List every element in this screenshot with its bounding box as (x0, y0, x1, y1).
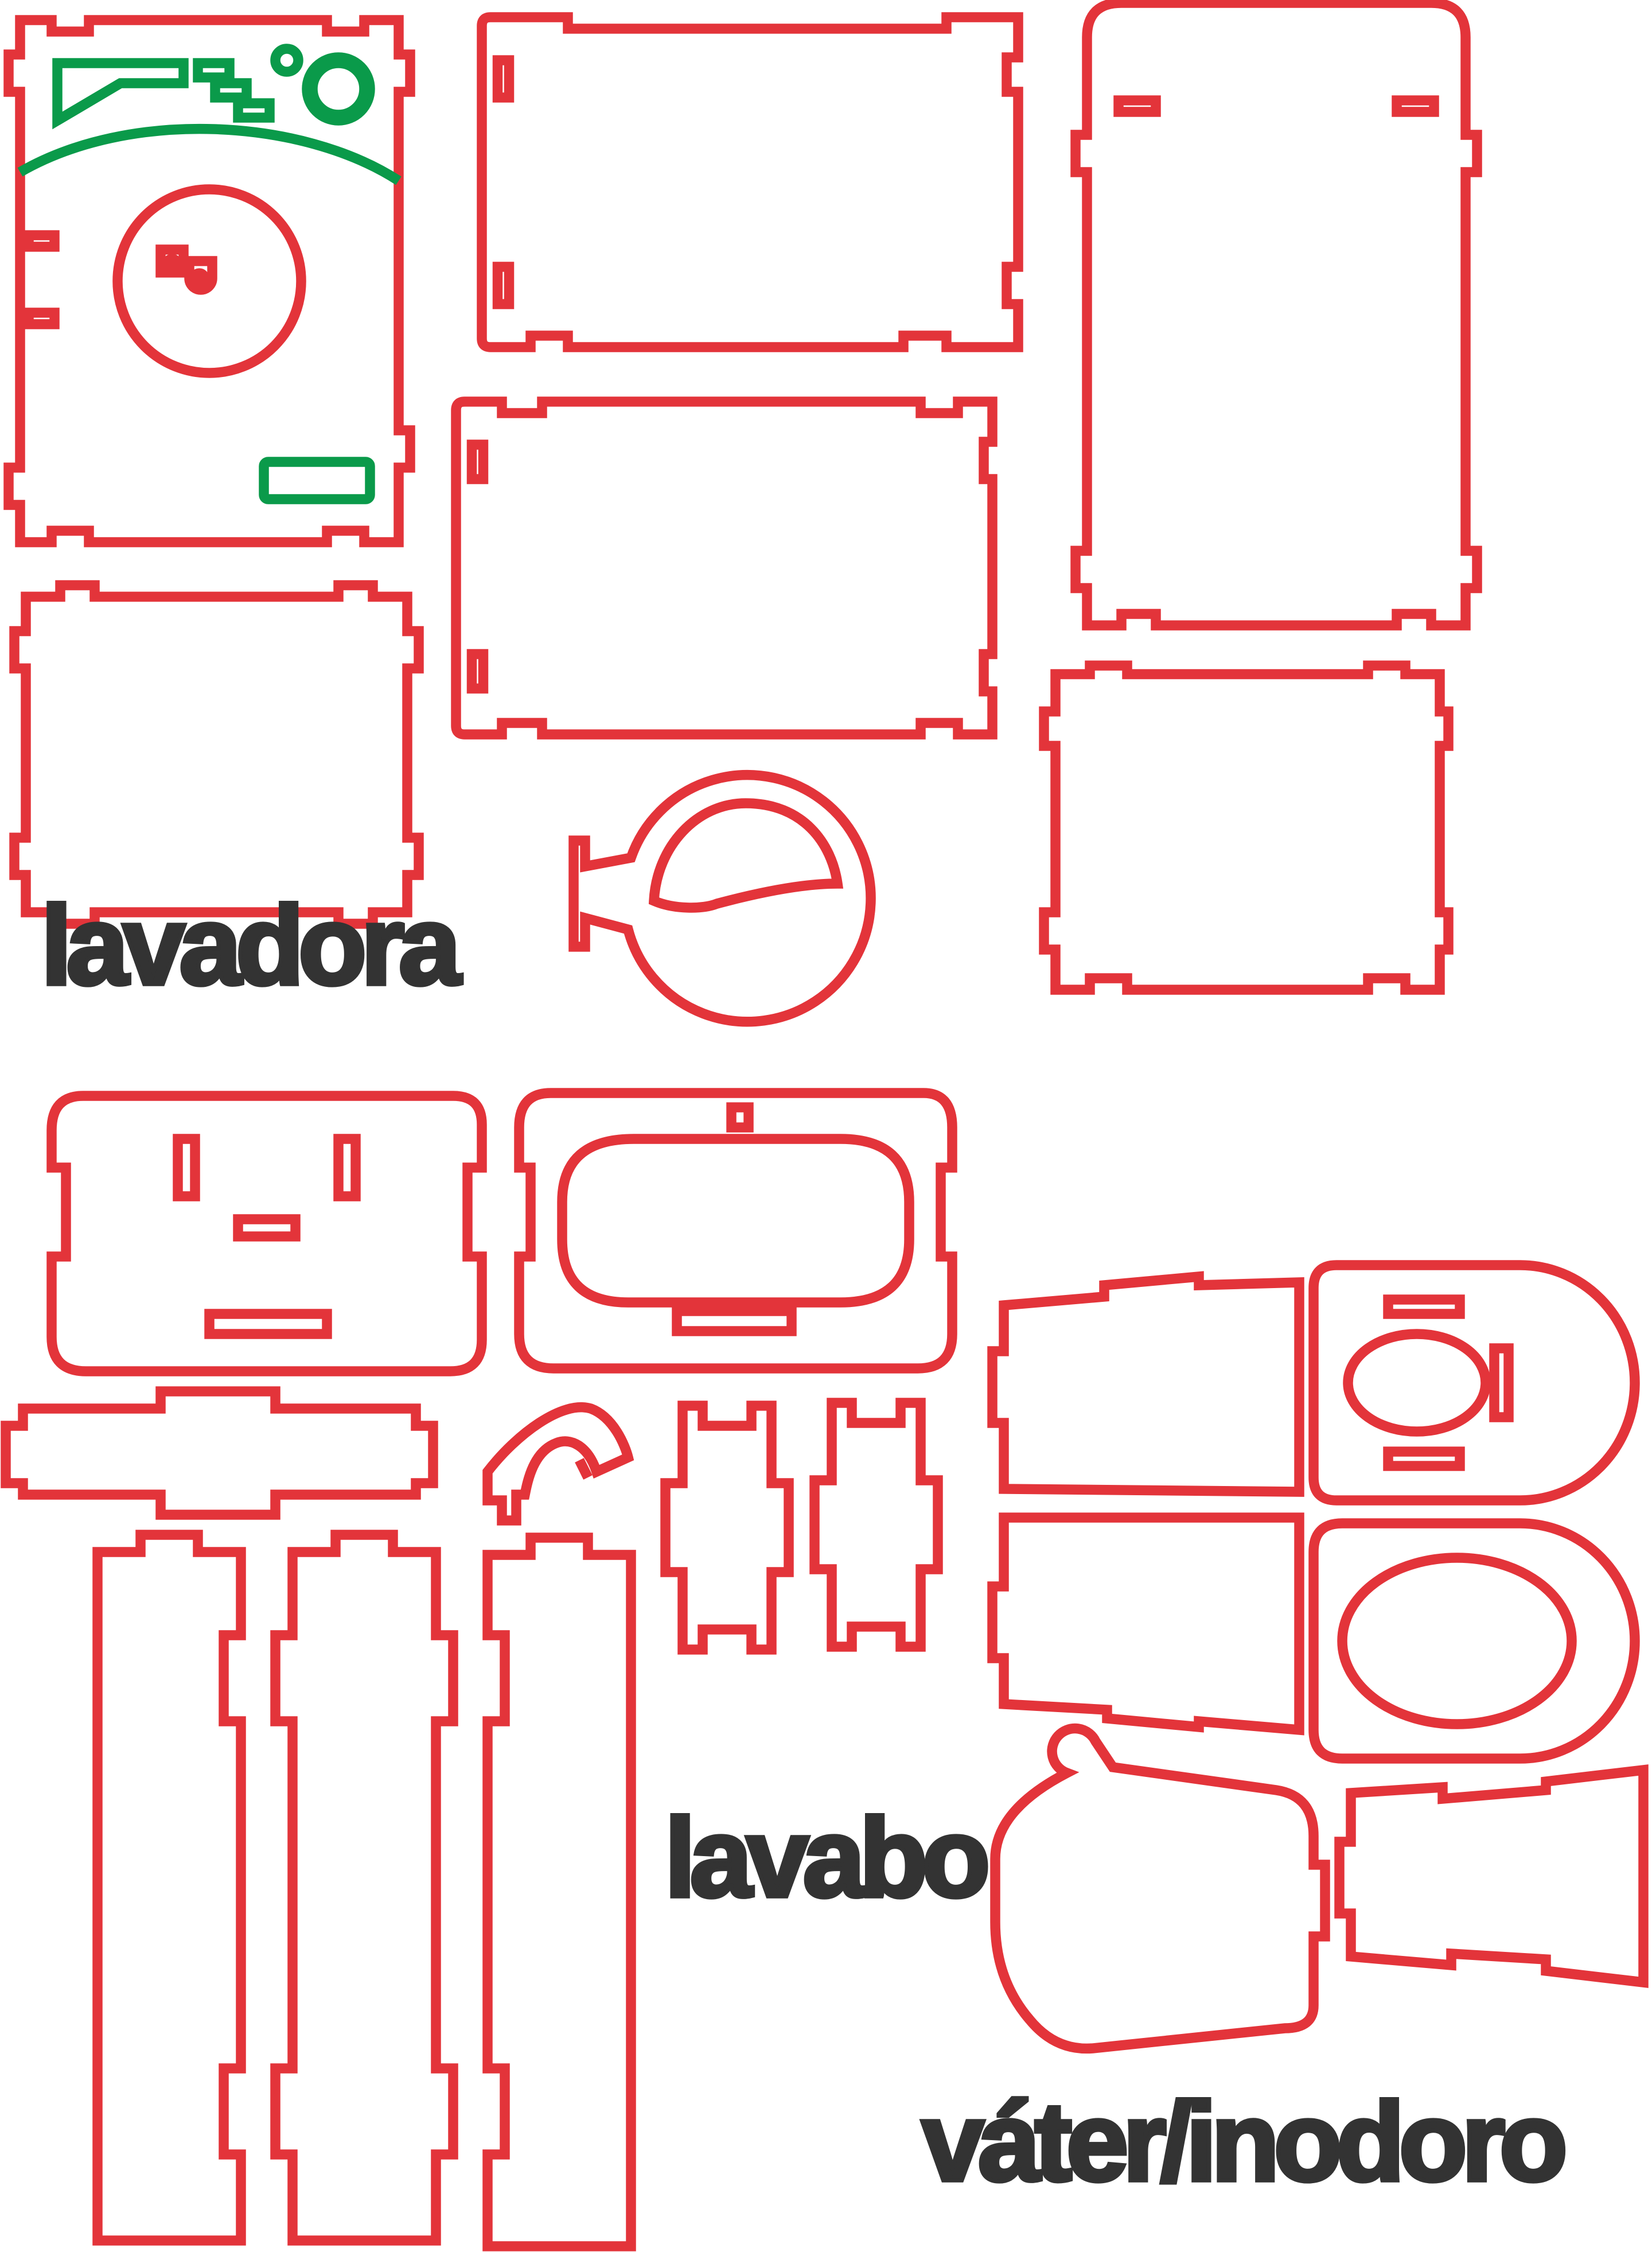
sink-leg-1 (92, 1530, 246, 2246)
washer-side-panel-top (477, 12, 1023, 352)
toilet-tank-side-upper (987, 1271, 1304, 1497)
washer-back-panel (1070, 0, 1482, 631)
toilet-seat-top (1308, 1260, 1640, 1506)
toilet-bowl-front (1334, 1764, 1649, 1988)
toilet-label: váter/inodoro (922, 2079, 1564, 2204)
sink-clip-2 (809, 1398, 943, 1652)
sink-leg-3 (482, 1533, 636, 2251)
washer-label: lavadora (41, 883, 462, 1008)
sink-front-panel (46, 1091, 487, 1376)
washer-base-panel-left (9, 580, 424, 929)
washing-machine-group: lavadora (3, 0, 1482, 1027)
toilet-bowl-base (990, 1723, 1330, 2054)
sink-cross-beam (1, 1386, 438, 1520)
sink-clip-1 (660, 1401, 794, 1655)
sink-label: lavabo (665, 1795, 987, 1920)
toilet-seat-lid (1308, 1518, 1640, 1764)
toilet-tank-side-lower (987, 1512, 1304, 1736)
washer-door-piece (568, 769, 876, 1027)
washer-base-panel-right (1039, 660, 1454, 995)
washer-side-panel-bottom (451, 396, 998, 740)
washer-front-panel (3, 15, 415, 547)
toilet-group: váter/inodoro (919, 1260, 1649, 2207)
sink-faucet (482, 1402, 634, 1526)
sink-leg-2 (270, 1530, 458, 2246)
sink-basin-top (514, 1088, 957, 1374)
sink-group: lavabo (1, 1088, 994, 2251)
